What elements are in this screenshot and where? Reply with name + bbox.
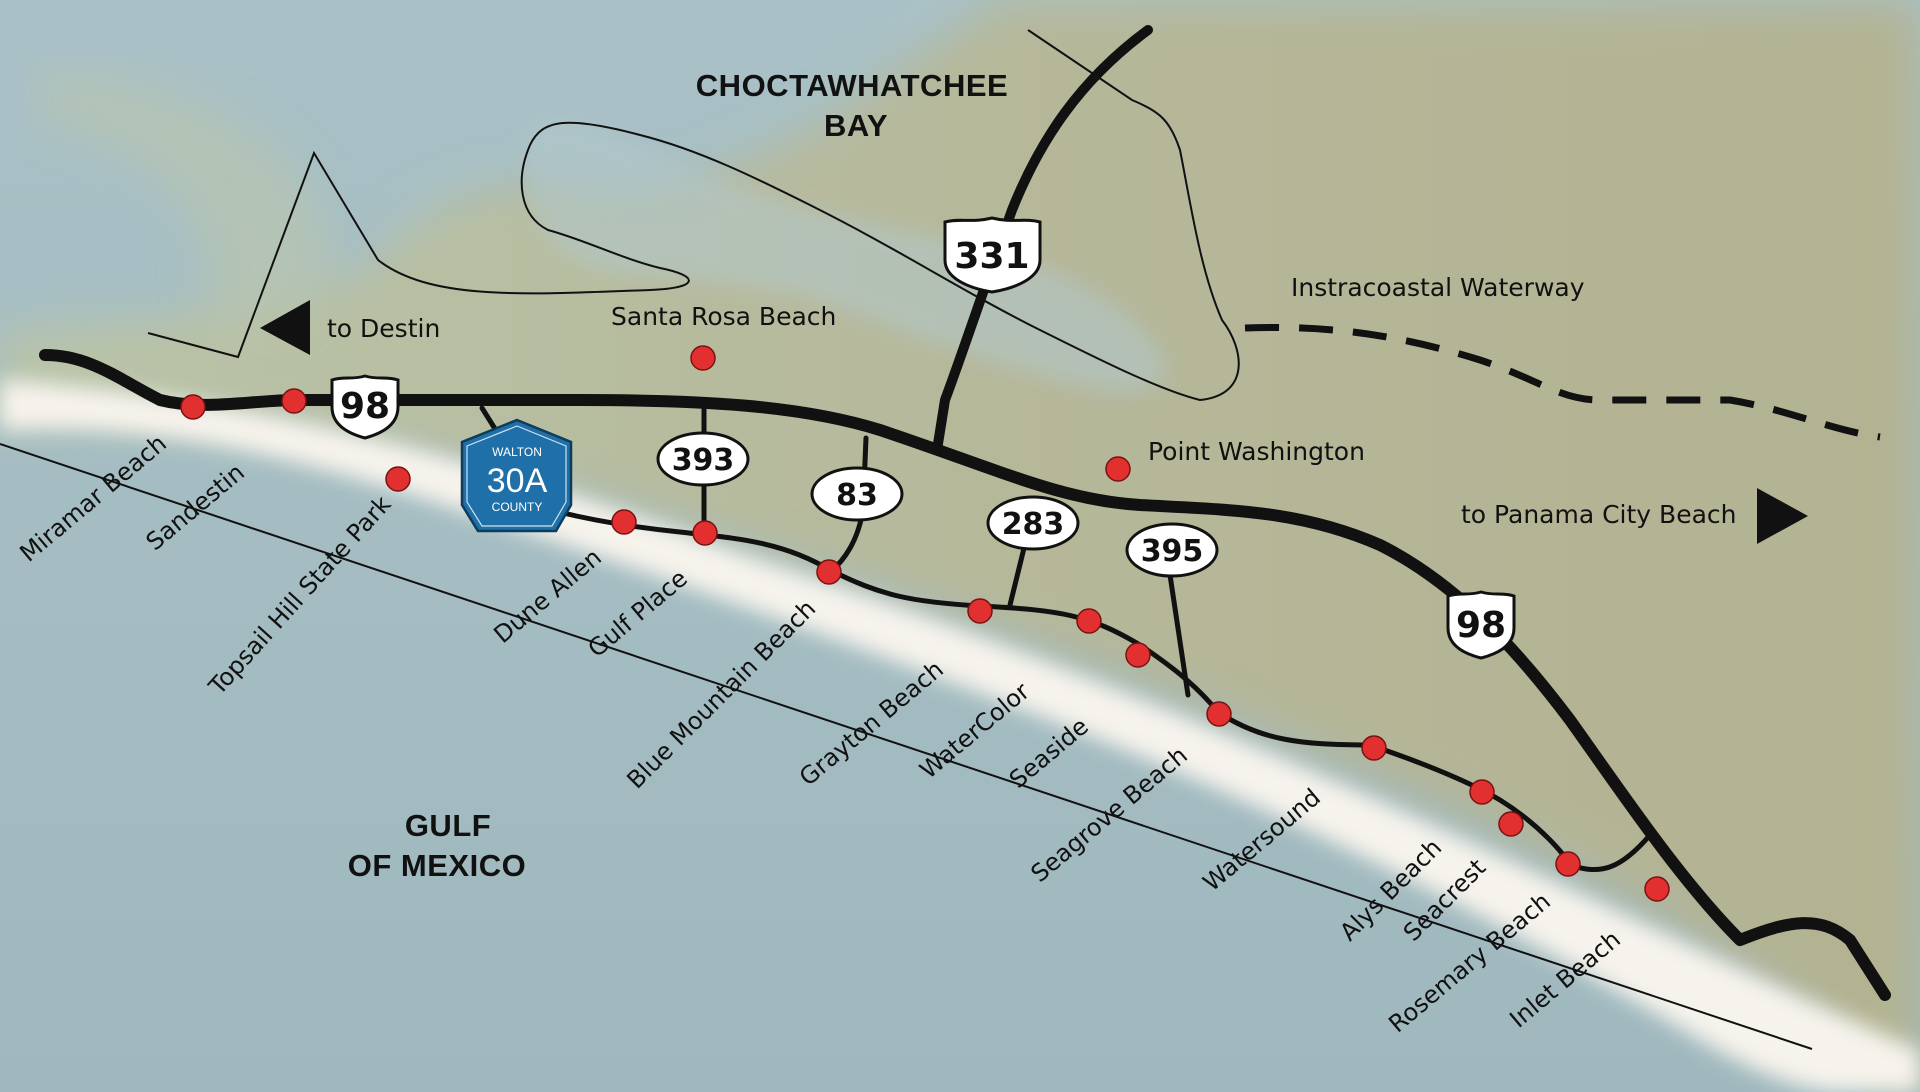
west-peninsula: [40, 70, 332, 340]
road-83-marker: 83: [810, 466, 904, 522]
town-dot-seaside[interactable]: [1125, 642, 1151, 668]
santa-rosa-beach-label: Santa Rosa Beach: [611, 302, 836, 331]
us-98-east-shield: 98: [1446, 590, 1516, 660]
town-dot-sandestin[interactable]: [281, 388, 307, 414]
town-dot-grayton-beach[interactable]: [967, 598, 993, 624]
town-dots: [180, 345, 1670, 902]
road-283-label: 283: [1002, 507, 1065, 542]
point-washington-label: Point Washington: [1148, 437, 1365, 466]
town-dot-point-washington[interactable]: [1105, 456, 1131, 482]
us-98-road: [39, 349, 1891, 1001]
east-arrow-icon: [1757, 488, 1808, 544]
road-83-label: 83: [836, 478, 878, 513]
us-98-east-label: 98: [1456, 605, 1506, 646]
walton-county-30a-sign: WALTON 30A COUNTY: [460, 418, 573, 533]
town-dot-santa-rosa-beach[interactable]: [690, 345, 716, 371]
road-395: [1167, 572, 1191, 698]
road-395-marker: 395: [1125, 522, 1219, 578]
intracoastal-waterway-line: [1244, 323, 1881, 441]
us-98-west-label: 98: [340, 386, 390, 427]
town-dot-seacrest[interactable]: [1498, 811, 1524, 837]
county-sign-line2: 30A: [487, 462, 548, 500]
town-dot-miramar-beach[interactable]: [180, 394, 206, 420]
bay-label-line1: CHOCTAWHATCHEE: [696, 68, 1008, 103]
town-dot-alys-beach[interactable]: [1469, 779, 1495, 805]
us-98-west-shield: 98: [330, 374, 400, 440]
town-dot-rosemary-beach[interactable]: [1555, 851, 1581, 877]
road-393-marker: 393: [656, 431, 750, 487]
town-dot-watercolor[interactable]: [1076, 608, 1102, 634]
town-dot-dune-allen[interactable]: [611, 509, 637, 535]
town-dot-blue-mountain-beach[interactable]: [816, 559, 842, 585]
gulf-label-line2: OF MEXICO: [348, 848, 526, 883]
waterway-label: Instracoastal Waterway: [1291, 273, 1585, 302]
road-393-label: 393: [672, 443, 735, 478]
town-dot-seagrove-beach[interactable]: [1206, 701, 1232, 727]
to-destin-label: to Destin: [327, 314, 440, 343]
road-395-label: 395: [1141, 534, 1204, 569]
county-sign-line1: WALTON: [492, 445, 542, 459]
road-283-marker: 283: [986, 495, 1080, 551]
bay-label-line2: BAY: [824, 108, 888, 143]
to-panama-city-beach-label: to Panama City Beach: [1461, 500, 1737, 529]
town-dot-watersound[interactable]: [1361, 735, 1387, 761]
us-331-label: 331: [954, 236, 1029, 277]
town-dot-gulf-place[interactable]: [692, 520, 718, 546]
west-arrow-icon: [260, 300, 310, 355]
road-283: [1007, 537, 1029, 608]
shoreline-outlines: [0, 29, 1813, 1050]
bay-shoreline: [147, 29, 1240, 402]
gulf-label-line1: GULF: [405, 808, 491, 843]
town-dot-inlet-beach[interactable]: [1644, 876, 1670, 902]
gulf-shoreline: [0, 443, 1813, 1050]
county-sign-line3: COUNTY: [492, 500, 543, 514]
us-331-road: [932, 25, 1153, 455]
town-dot-topsail-hill[interactable]: [385, 466, 411, 492]
bay-water-tint: [524, 118, 1167, 393]
us-331-shield: 331: [943, 216, 1042, 294]
